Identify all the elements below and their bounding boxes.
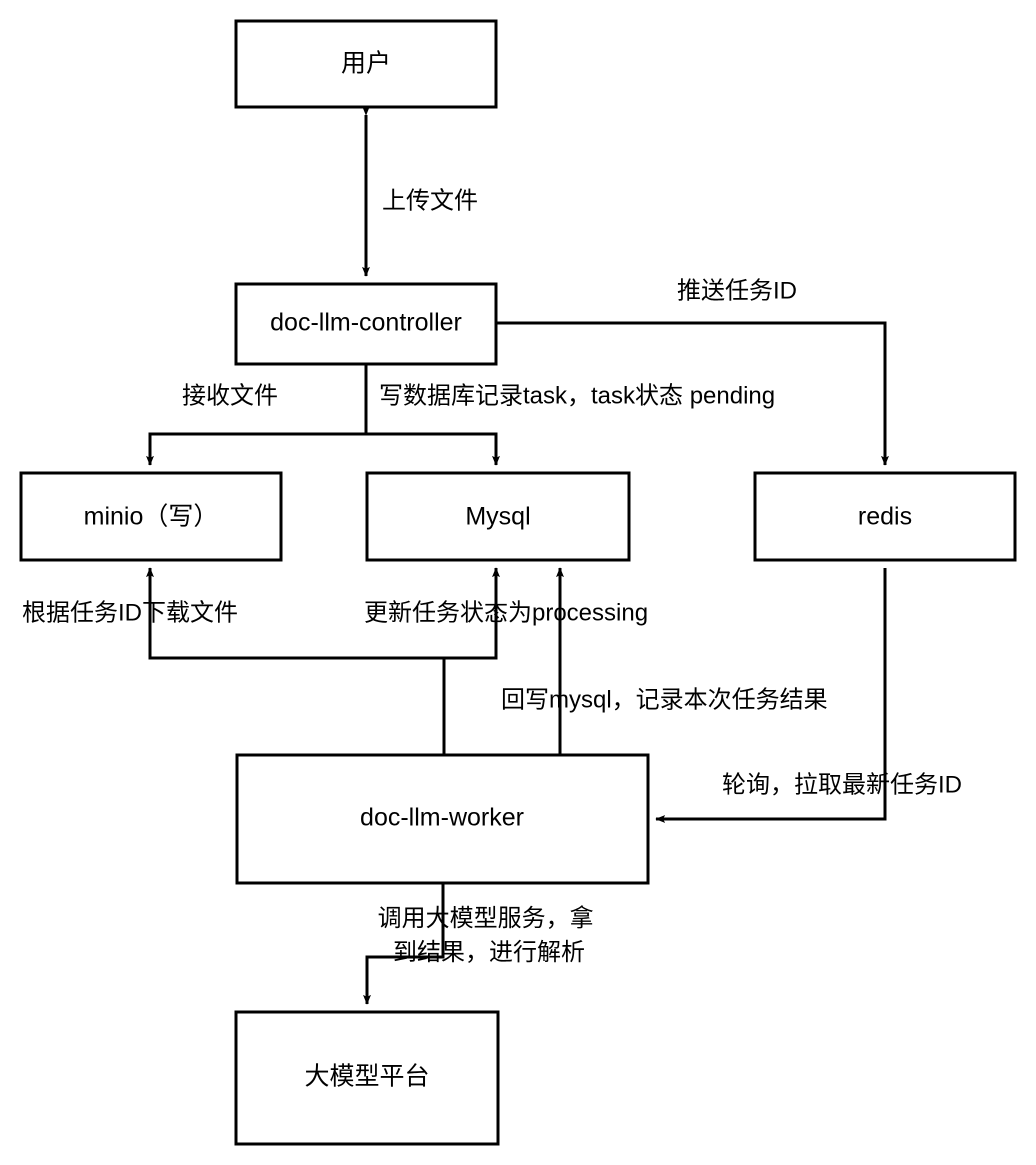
node-platform[interactable]: 大模型平台	[234, 1010, 500, 1146]
edge-write-db-task	[366, 432, 500, 466]
node-worker[interactable]: doc-llm-worker	[235, 753, 650, 885]
node-redis-label: redis	[858, 503, 912, 531]
node-platform-label: 大模型平台	[304, 1063, 429, 1091]
edge-push-task-id-line	[496, 321, 889, 466]
node-controller-label: doc-llm-controller	[270, 309, 462, 337]
edge-label-call-llm-line2: 到结果，进行解析	[393, 939, 585, 966]
edge-label-push-task-id: 推送任务ID	[677, 277, 797, 304]
node-controller[interactable]: doc-llm-controller	[234, 282, 498, 366]
edge-label-update-processing: 更新任务状态为processing	[364, 599, 648, 626]
edge-call-llm-line	[363, 883, 445, 1005]
edge-poll-latest-task	[655, 568, 887, 823]
edge-call-llm	[363, 883, 445, 1005]
edge-label-poll-latest-task: 轮询，拉取最新任务ID	[722, 771, 962, 798]
edge-download-file-line	[146, 567, 446, 755]
node-mysql-label: Mysql	[465, 503, 530, 531]
node-user-box[interactable]	[234, 19, 498, 109]
node-controller-box[interactable]	[234, 282, 498, 366]
node-worker-label: doc-llm-worker	[360, 804, 524, 832]
node-redis[interactable]: redis	[753, 471, 1017, 562]
node-user-label: 用户	[341, 50, 391, 78]
edge-receive-file	[146, 364, 368, 466]
edge-update-processing-line	[444, 567, 500, 660]
edge-label-download-file: 根据任务ID下载文件	[22, 599, 238, 626]
edge-poll-latest-task-line	[655, 568, 887, 823]
edge-push-task-id	[496, 321, 889, 466]
edge-label-receive-file: 接收文件	[182, 382, 278, 409]
edge-download-file	[146, 567, 446, 755]
edge-label-write-db-task: 写数据库记录task，task状态 pending	[379, 382, 775, 409]
node-user[interactable]: 用户	[234, 19, 498, 109]
node-mysql-box[interactable]	[365, 471, 631, 562]
edge-update-processing	[444, 567, 500, 660]
node-mysql[interactable]: Mysql	[365, 471, 631, 562]
edge-label-upload: 上传文件	[382, 187, 478, 214]
node-minio[interactable]: minio（写）	[19, 471, 283, 562]
edge-label-write-back-mysql: 回写mysql，记录本次任务结果	[501, 686, 828, 713]
edge-label-call-llm: 调用大模型服务，拿 到结果，进行解析	[378, 905, 601, 966]
edge-write-db-task-line	[366, 432, 500, 466]
node-platform-box[interactable]	[234, 1010, 500, 1146]
edge-label-call-llm-line1: 调用大模型服务，拿	[378, 905, 594, 932]
edge-receive-file-line	[146, 364, 368, 466]
node-minio-label: minio（写）	[84, 503, 219, 531]
node-minio-box[interactable]	[19, 471, 283, 562]
node-worker-box[interactable]	[235, 753, 650, 885]
node-redis-box[interactable]	[753, 471, 1017, 562]
